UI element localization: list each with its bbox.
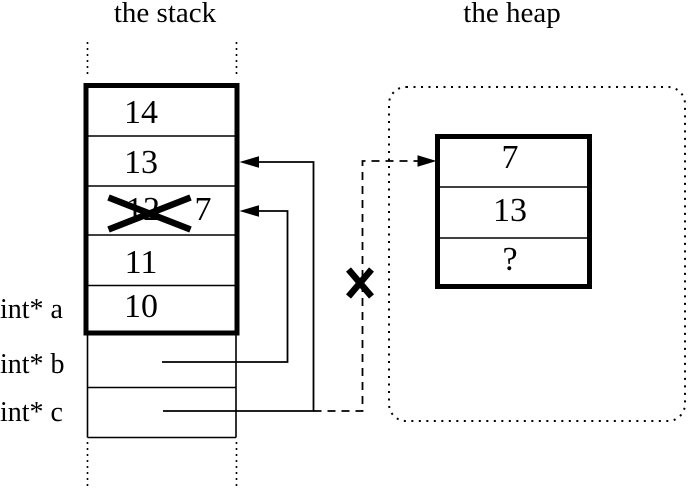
stack-cell-value: 14 [124, 94, 158, 131]
heap-cell-value: 7 [501, 139, 519, 176]
pointer-label-b: int* b [0, 349, 65, 380]
stack-frame-box [83, 83, 240, 336]
pointer-c-arrow [163, 156, 315, 412]
pointer-b-arrow [162, 205, 289, 363]
stack-cell-value: 13 [124, 144, 158, 181]
pointer-label-a: int* a [0, 294, 63, 325]
stack-cell-old-value: 12 [126, 191, 160, 228]
stack-cell-value: 11 [124, 244, 158, 281]
stack-cell-value: 10 [124, 288, 158, 325]
stack-cell-new-value: 7 [194, 191, 212, 228]
pointer-cross-icon [346, 267, 374, 299]
stack-title: the stack [113, 0, 217, 29]
heap-cell-value: 13 [493, 192, 527, 229]
heap-cell-value: ? [502, 241, 518, 278]
stack-column-guides [86, 42, 238, 487]
heap-title: the heap [463, 0, 561, 29]
pointer-label-c: int* c [0, 397, 63, 428]
stack-pointer-cells-box [86, 335, 237, 439]
value-cross-icon [107, 194, 192, 233]
dangling-pointer-arrow [313, 155, 437, 412]
heap-block-box [435, 134, 592, 289]
